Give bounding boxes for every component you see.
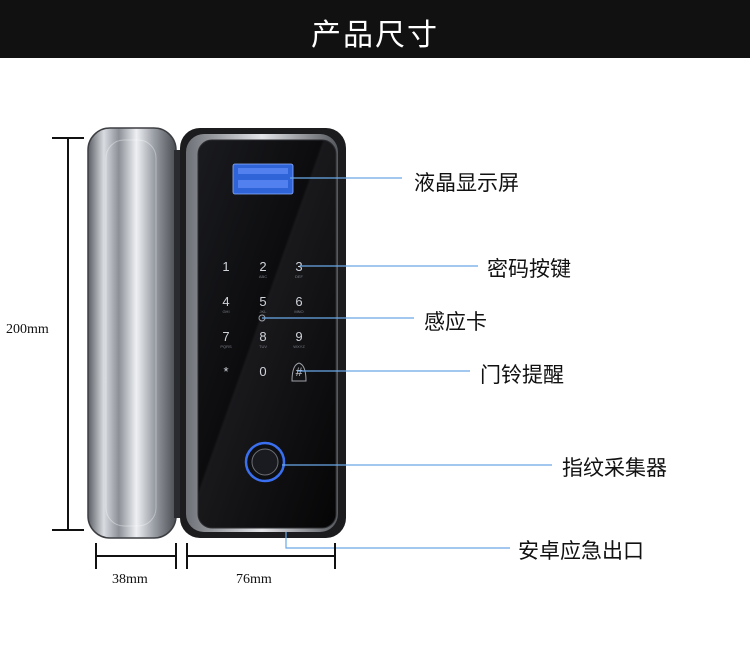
lcd-screen — [232, 163, 294, 195]
key-7: 7 — [222, 329, 229, 344]
key-1: 1 — [222, 259, 229, 274]
key-3: 3 — [295, 259, 302, 274]
key-5: 5 — [259, 294, 266, 309]
key-4: 4 — [222, 294, 229, 309]
key-letters: GHI — [222, 309, 229, 314]
height-label: 200mm — [6, 322, 49, 337]
key-letters: WXYZ — [293, 344, 305, 349]
page-title: 产品尺寸 — [311, 18, 439, 53]
key-hash: # — [296, 365, 303, 379]
key-9: 9 — [295, 329, 302, 344]
doorbell-icon — [291, 362, 307, 382]
key-star: * — [223, 364, 228, 379]
key-6: 6 — [295, 294, 302, 309]
handle-width-dimension — [95, 543, 177, 569]
key-letters: TUV — [259, 344, 267, 349]
title-banner: 产品尺寸 — [0, 0, 750, 58]
key-letters: JKL — [260, 309, 268, 314]
key-8: 8 — [259, 329, 266, 344]
key-letters: DEF — [295, 274, 304, 279]
callout-lines — [262, 177, 552, 549]
label-card-sensor: 感应卡 — [424, 310, 487, 334]
label-emergency-port: 安卓应急出口 — [518, 539, 644, 563]
label-password-keys: 密码按键 — [487, 257, 571, 281]
key-letters: MNO — [294, 309, 303, 314]
key-2: 2 — [259, 259, 266, 274]
height-dimension — [52, 137, 84, 531]
panel-width-dimension — [186, 543, 336, 569]
label-lcd-screen: 液晶显示屏 — [414, 171, 519, 195]
key-0: 0 — [259, 364, 266, 379]
fingerprint-sensor — [244, 441, 286, 483]
label-doorbell: 门铃提醒 — [480, 363, 564, 387]
panel-width-label: 76mm — [236, 572, 272, 587]
lock-body — [180, 128, 346, 538]
handle-width-label: 38mm — [112, 572, 148, 587]
key-letters: PQRS — [220, 344, 232, 349]
lock-handle — [87, 127, 177, 539]
label-fingerprint: 指纹采集器 — [562, 456, 667, 480]
key-letters: ABC — [259, 274, 267, 279]
